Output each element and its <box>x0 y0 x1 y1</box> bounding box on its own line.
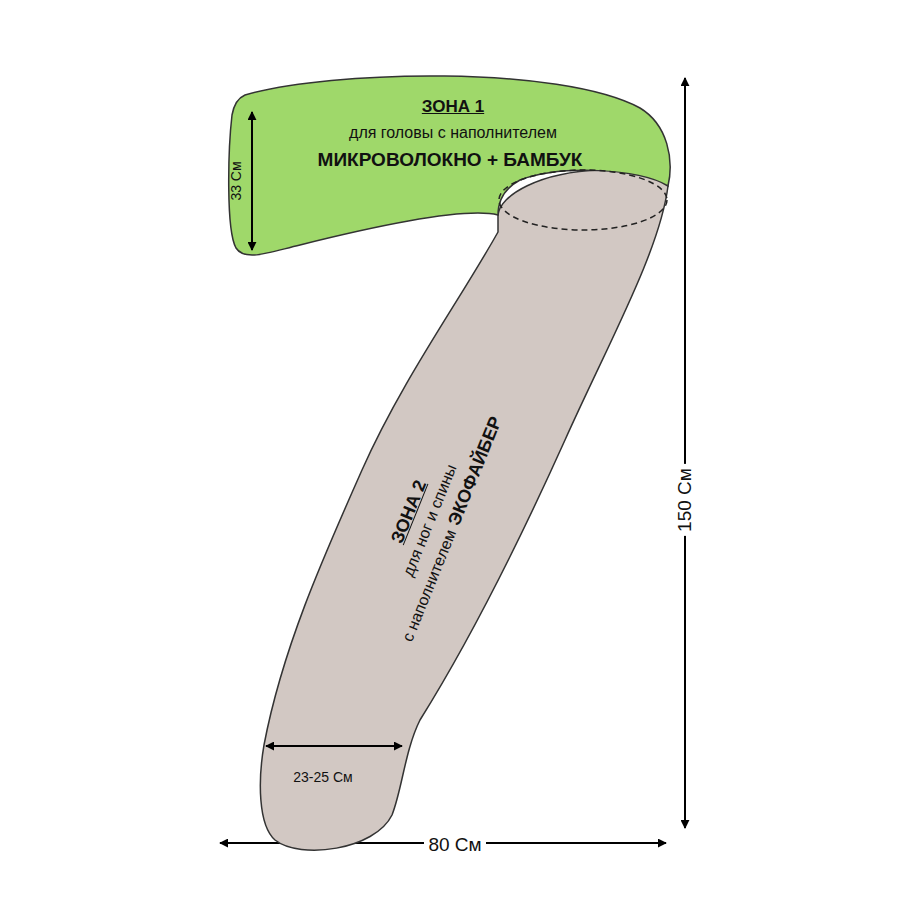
zone-text: МИКРОВОЛОКНО + БАМБУК <box>318 149 583 171</box>
zone-text: для головы с наполнителем <box>349 124 557 142</box>
dimension-label: 33 См <box>228 157 244 204</box>
dimension-label: 150 См <box>674 464 696 536</box>
zone-heading: ЗОНА 1 <box>422 97 484 117</box>
body-zone: ЗОНА 2для ног и спиныс наполнителемЭКОФА… <box>250 160 674 860</box>
dimension-label: 80 См <box>424 834 485 856</box>
dimension-label: 23-25 См <box>289 769 356 785</box>
head-zone: ЗОНА 1 для головы с наполнителемМИКРОВОЛО… <box>222 68 674 264</box>
